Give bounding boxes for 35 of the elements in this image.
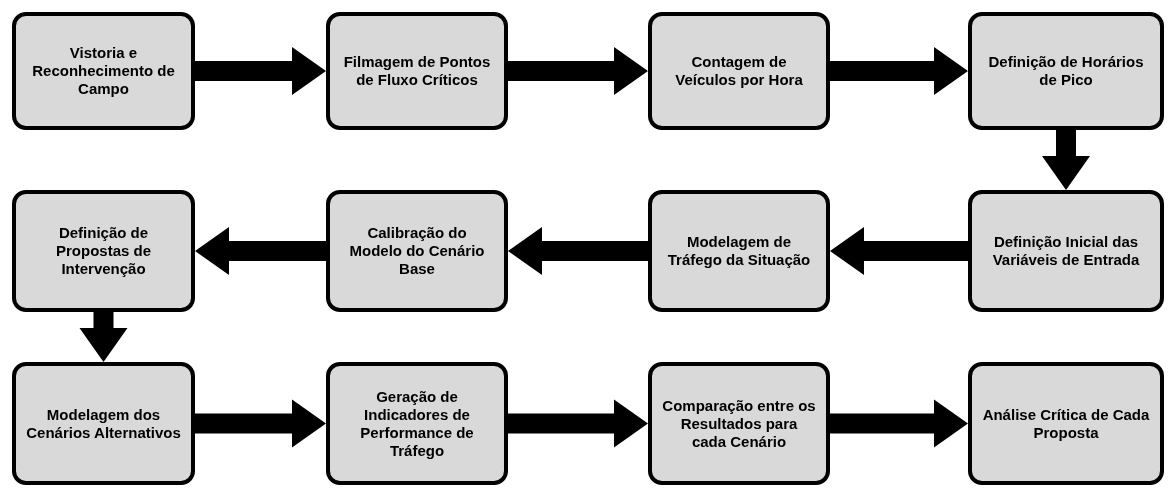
step-label: Filmagem de Pontos de Fluxo Críticos — [342, 53, 492, 89]
block-arrow — [508, 399, 648, 448]
process-box — [648, 12, 830, 130]
process-box — [648, 362, 830, 485]
process-box — [12, 190, 195, 312]
block-arrow — [508, 227, 648, 275]
step-label: Calibração do Modelo do Cenário Base — [348, 224, 486, 278]
block-arrow — [195, 227, 326, 275]
process-box — [968, 362, 1164, 485]
step-label: Contagem de Veículos por Hora — [674, 53, 804, 89]
process-box — [12, 362, 195, 485]
block-arrow — [195, 399, 326, 448]
process-box — [326, 12, 508, 130]
process-box — [968, 190, 1164, 312]
block-arrow — [830, 399, 968, 448]
step-label: Geração de Indicadores de Performance de Tráfego — [359, 387, 475, 460]
process-box — [326, 190, 508, 312]
process-box — [968, 12, 1164, 130]
step-label: Análise Crítica de Cada Proposta — [982, 405, 1150, 442]
step-label: Comparação entre os Resultados para cada Cenário — [662, 396, 816, 451]
step-label: Modelagem de Tráfego da Situação — [666, 233, 812, 269]
block-arrow — [1042, 130, 1090, 190]
block-arrow — [830, 47, 968, 95]
process-box — [12, 12, 195, 130]
process-box — [648, 190, 830, 312]
step-label: Definição de Propostas de Intervenção — [55, 224, 152, 278]
step-label: Modelagem dos Cenários Alternativos — [26, 405, 181, 442]
block-arrow — [830, 227, 968, 275]
step-label: Definição de Horários de Pico — [987, 53, 1145, 89]
step-label: Definição Inicial das Variáveis de Entrada — [991, 233, 1141, 269]
step-label: Vistoria e Reconhecimento de Campo — [31, 44, 176, 98]
block-arrow — [79, 312, 128, 362]
block-arrow — [195, 47, 326, 95]
block-arrow — [508, 47, 648, 95]
process-box — [326, 362, 508, 485]
